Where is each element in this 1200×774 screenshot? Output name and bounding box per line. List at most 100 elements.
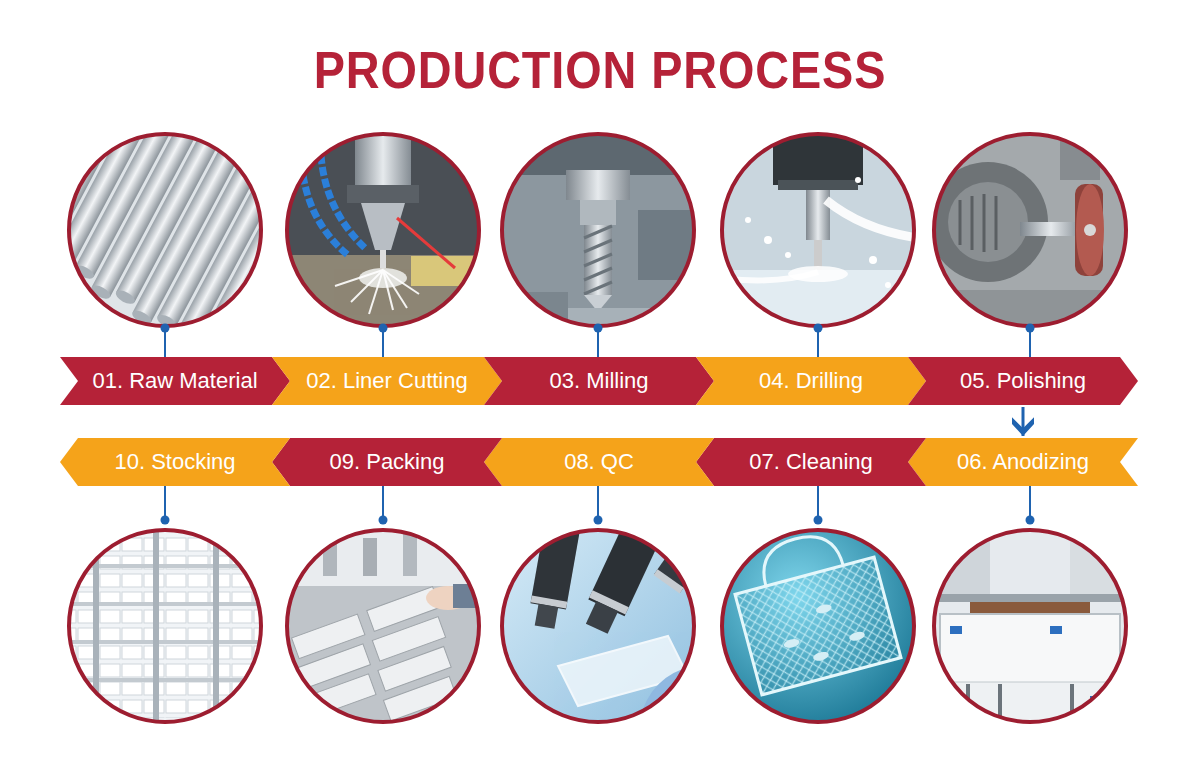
liner-cutting-photo: [355, 130, 411, 190]
photo-frame: [287, 134, 479, 326]
qc-photo: [498, 526, 698, 726]
anodizing-photo: [970, 602, 1090, 614]
process-banner: 04. Drilling: [696, 357, 926, 405]
milling-photo: [584, 282, 612, 294]
liner-cutting-photo: [369, 270, 383, 314]
leader-dot: [594, 516, 603, 525]
polishing-photo: [1076, 184, 1104, 276]
step-label: 05. Polishing: [960, 368, 1086, 394]
raw-material-photo: [172, 332, 195, 351]
banner-text-wrap: 06. Anodizing: [908, 438, 1138, 486]
cleaning-photo: [735, 557, 901, 695]
drilling-photo: [785, 252, 791, 258]
photo-frame: [287, 530, 479, 722]
liner-cutting-photo: [283, 130, 483, 335]
packing-photo: [283, 526, 483, 586]
anodizing-photo: [938, 542, 958, 556]
stocking-photo: [65, 526, 265, 726]
process-banner: 09. Packing: [272, 438, 502, 486]
photo-frame: [502, 134, 694, 326]
cleaning-photo: [815, 603, 833, 615]
banner-shape: [60, 438, 290, 486]
packing-photo: [403, 534, 417, 576]
cleaning-photo: [718, 526, 918, 726]
leader-dot: [161, 324, 170, 333]
banner-shape: [696, 357, 926, 405]
cleaning-photo: [735, 557, 901, 695]
drilling-photo: [745, 217, 751, 223]
milling-photo: [498, 130, 698, 333]
anodizing-photo: [930, 526, 1130, 726]
packing-photo: [283, 526, 483, 726]
anodizing-photo: [930, 526, 1130, 726]
anodizing-photo: [940, 614, 1120, 684]
banner-shape: [60, 357, 290, 405]
banner-shape: [908, 357, 1138, 405]
polishing-photo: [930, 130, 1130, 330]
leader-line: [164, 486, 166, 520]
polishing-photo: [959, 200, 962, 245]
cleaning-photo: [783, 637, 801, 649]
packing-photo: [282, 526, 493, 747]
raw-material-photo: [114, 288, 137, 307]
leader-line: [817, 486, 819, 520]
raw-material-photo: [196, 338, 219, 357]
polishing-photo: [983, 194, 986, 252]
milling-photo: [580, 200, 616, 225]
milling-photo: [498, 130, 698, 175]
qc-photo: [638, 666, 708, 736]
photo-frame: [722, 530, 914, 722]
leader-dot: [814, 516, 823, 525]
qc-photo: [586, 601, 618, 634]
stocking-photo: [153, 526, 159, 726]
polishing-photo: [1020, 222, 1082, 236]
banner-shape: [272, 357, 502, 405]
drilling-photo: [764, 236, 772, 244]
banner-text-wrap: 01. Raw Material: [60, 357, 290, 405]
banner-text-wrap: 08. QC: [484, 438, 714, 486]
leader-dot: [161, 324, 1035, 525]
photo-frame: [69, 134, 261, 326]
drilling-photo: [806, 190, 830, 240]
stocking-photo: [65, 526, 265, 726]
liner-cutting-photo: [335, 270, 419, 314]
process-banner: 08. QC: [484, 438, 714, 486]
process-banner: 07. Cleaning: [696, 438, 926, 486]
step-label: 02. Liner Cutting: [306, 368, 467, 394]
banner-text-wrap: 03. Milling: [484, 357, 714, 405]
photo-frame: [69, 530, 261, 722]
drilling-photo: [885, 282, 891, 288]
process-banner: 01. Raw Material: [60, 357, 290, 405]
banner-text-wrap: 07. Cleaning: [696, 438, 926, 486]
packing-photo: [282, 526, 493, 747]
anodizing-photo: [966, 684, 970, 726]
photo-frame: [69, 134, 1126, 722]
milling-photo: [584, 225, 612, 295]
liner-cutting-photo: [283, 130, 483, 335]
anodizing-photo: [1050, 626, 1062, 634]
liner-cutting-photo: [380, 250, 386, 268]
polishing-photo: [1060, 130, 1100, 180]
milling-photo: [584, 268, 612, 280]
title: PRODUCTION PROCESS: [60, 40, 1140, 100]
process-banner: 10. Stocking: [60, 438, 290, 486]
polishing-photo: [971, 196, 974, 250]
photo-frame: [722, 134, 914, 326]
banner-shape: [484, 357, 714, 405]
liner-cutting-photo: [303, 175, 349, 256]
process-banner: 06. Anodizing: [908, 438, 1138, 486]
step-label: 10. Stocking: [114, 449, 235, 475]
qc-photo: [535, 604, 559, 629]
anodizing-photo: [935, 682, 1125, 726]
leader-dot: [594, 324, 603, 333]
qc-photo: [579, 518, 663, 637]
liner-cutting-photo: [335, 270, 383, 286]
milling-photo: [584, 240, 612, 252]
qc-photo: [498, 517, 720, 736]
drilling-photo: [718, 130, 918, 330]
photo-frame: [502, 530, 694, 722]
banner-shape: [272, 438, 502, 486]
drilling-photo: [718, 130, 918, 330]
step-label: 06. Anodizing: [957, 449, 1089, 475]
